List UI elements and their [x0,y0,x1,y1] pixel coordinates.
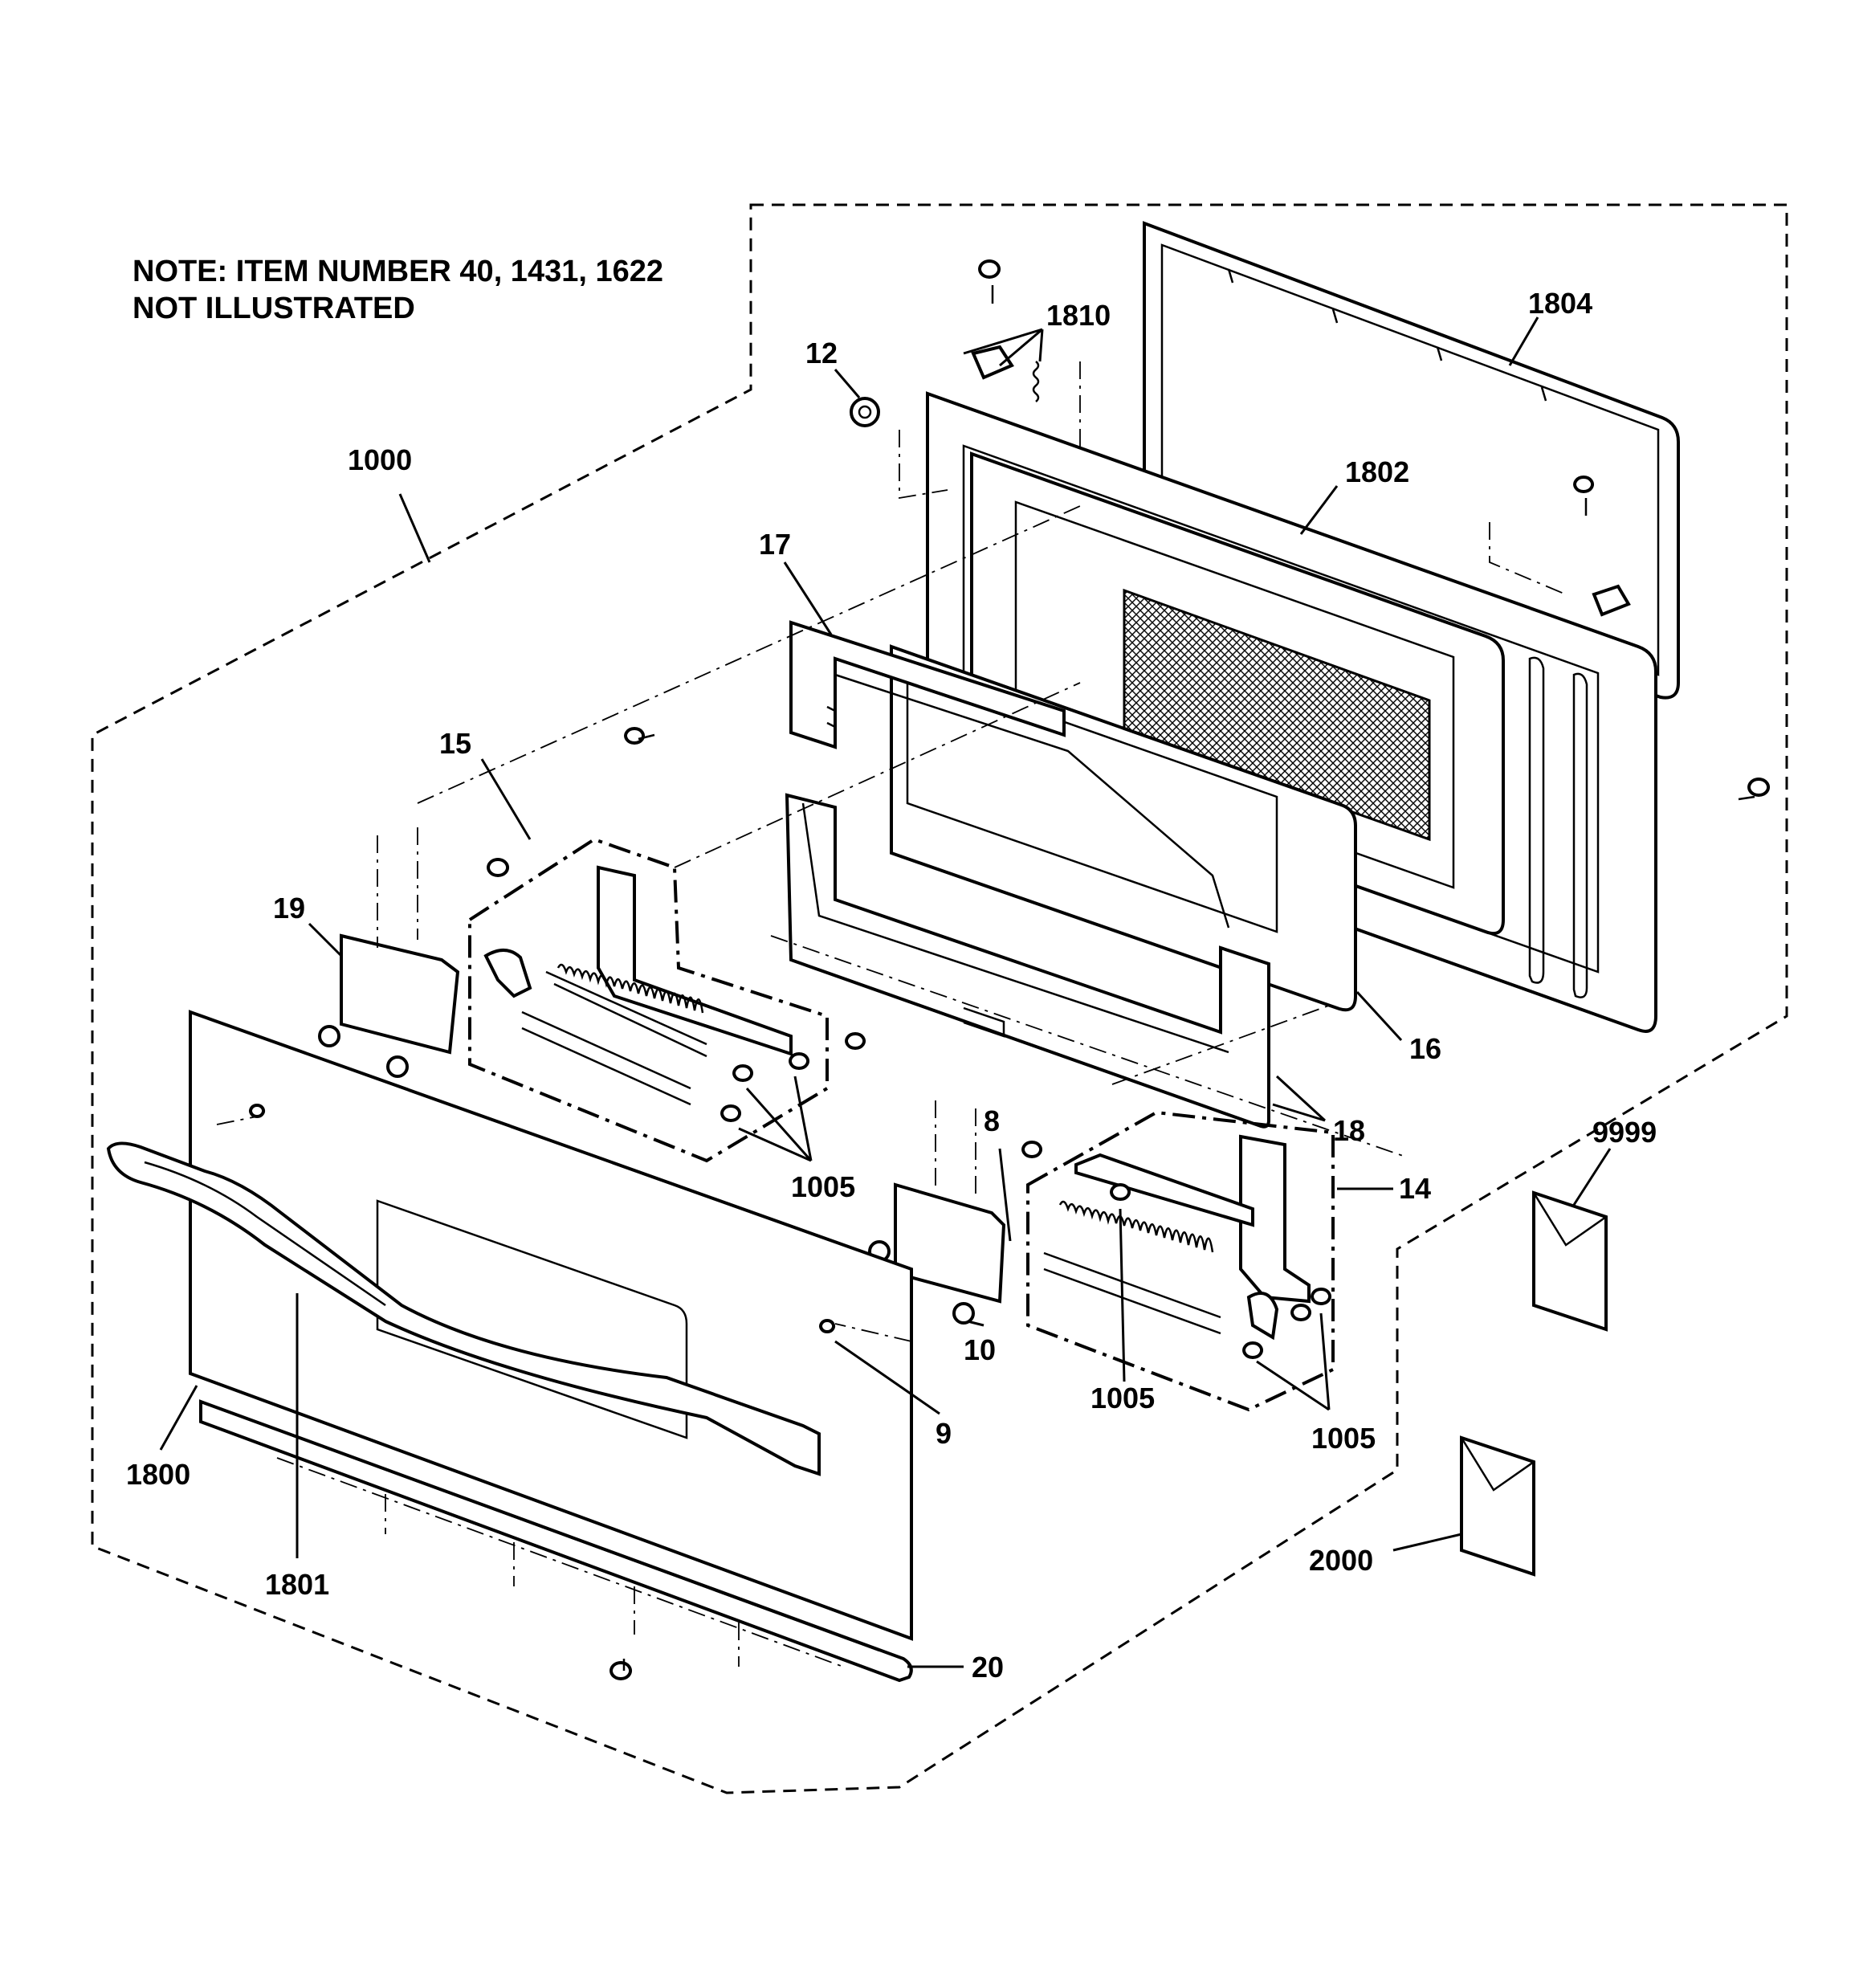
callout-1005-b: 1005 [1090,1382,1155,1414]
callout-2000: 2000 [1309,1544,1373,1577]
callout-16: 16 [1409,1032,1441,1065]
callout-1804: 1804 [1528,287,1592,320]
leader-18 [1272,1075,1327,1122]
callout-1000: 1000 [348,443,412,476]
bumper-part [850,397,880,427]
callout-8: 8 [984,1104,1000,1137]
leader-2000 [1392,1533,1462,1552]
leader-9999 [1572,1148,1612,1206]
callout-1802: 1802 [1345,455,1409,488]
outer-door-frame-part [1143,221,1680,700]
bottom-trim-strip-part [199,1399,913,1683]
door-handle-part [106,1141,821,1476]
leader-17 [783,561,833,635]
callout-1005-a: 1005 [791,1170,855,1203]
leader-19 [308,922,343,957]
leader-lines [159,316,1612,1668]
inner-glass-pane-part [890,644,1357,1012]
callout-9999: 9999 [1592,1116,1657,1149]
leader-1804 [1508,316,1539,366]
callout-1801: 1801 [265,1568,329,1601]
callout-18: 18 [1333,1114,1365,1147]
leader-15 [480,758,532,840]
callout-12: 12 [805,337,838,369]
leader-1000 [398,493,431,563]
alignment-lines [216,361,1567,1668]
leader-9 [834,1340,940,1415]
screws [249,259,1771,1680]
top-glass-bracket-part [789,620,1230,929]
literature-envelope-2000 [1460,1435,1535,1577]
leader-1802 [1299,485,1339,535]
door-assembly-boundary [91,203,1788,1794]
note-line-2: NOT ILLUSTRATED [132,292,415,325]
mesh-window-part [970,451,1505,936]
not-illustrated-note: NOTE: ITEM NUMBER 40, 1431, 1622 NOT ILL… [132,253,855,327]
leader-1005-right [1256,1312,1331,1411]
left-hinge-assembly-part [468,837,829,1163]
leader-12 [834,369,861,398]
leader-1810 [963,328,1044,367]
callout-1005-c: 1005 [1311,1422,1376,1455]
callout-19: 19 [273,892,305,925]
callout-1800: 1800 [126,1458,190,1491]
callout-14: 14 [1399,1172,1431,1205]
leader-8 [998,1148,1012,1242]
left-hinge-bracket-part [318,933,460,1078]
callout-20: 20 [972,1651,1004,1684]
callout-9: 9 [936,1417,952,1450]
leader-1005-left [738,1076,813,1162]
leader-1005-right-hinge [1119,1208,1126,1382]
leader-16 [1355,990,1403,1042]
leader-1800 [159,1385,198,1451]
callout-17: 17 [759,528,791,561]
literature-envelope-9999 [1532,1190,1608,1332]
hinge-latch-part [971,345,1631,617]
callout-15: 15 [439,727,471,760]
leader-10 [967,1320,984,1327]
callout-1810: 1810 [1046,299,1111,332]
note-line-1: NOTE: ITEM NUMBER 40, 1431, 1622 [132,255,663,288]
callout-labels: 1000 12 1810 1804 1802 17 15 19 16 18 14… [126,287,1657,1684]
callout-10: 10 [964,1333,996,1366]
right-hinge-bracket-part [868,1182,1006,1325]
right-hinge-assembly-part [1026,1110,1335,1412]
